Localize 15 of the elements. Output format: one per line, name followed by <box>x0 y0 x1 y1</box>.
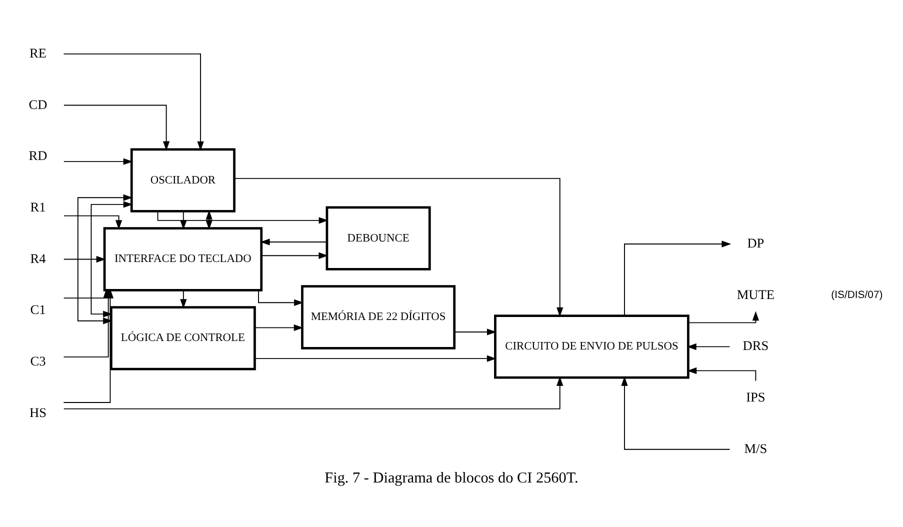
label: (IS/DIS/07) <box>831 290 883 301</box>
node-text: HS <box>29 404 46 420</box>
node-text: MUTE <box>736 286 775 302</box>
node-text: RE <box>29 44 46 60</box>
node-text: DP <box>747 235 764 250</box>
node-text: C3 <box>30 352 46 368</box>
node-text: C1 <box>30 302 46 317</box>
node-text: DRS <box>742 338 769 353</box>
node-text: RD <box>28 148 48 163</box>
node-text: R1 <box>30 198 46 214</box>
node-text: IPS <box>746 389 766 404</box>
node-text: M/S <box>744 440 768 456</box>
node-text: CD <box>28 96 48 112</box>
caption: Fig. 7 - Diagrama de blocos do CI 2560T. <box>324 468 578 486</box>
node-text: R4 <box>30 250 46 266</box>
